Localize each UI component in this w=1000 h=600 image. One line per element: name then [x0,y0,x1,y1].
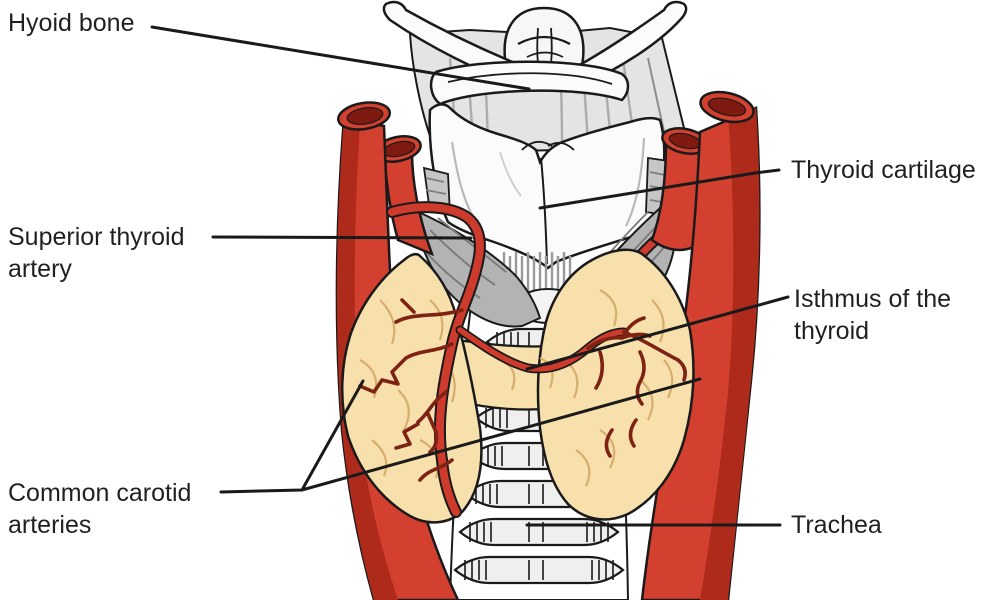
label-hyoid-bone: Hyoid bone [8,9,135,37]
leader-line-hyoid-bone [150,25,531,91]
label-common-carotid-arteries: Common carotid arteries [8,479,192,539]
epiglottis-shape [503,6,585,77]
thyroid-cartilage-shape [428,103,666,270]
label-thyroid-cartilage: Thyroid cartilage [791,156,976,184]
right-common-carotid-artery [640,90,761,600]
thyroid-gland-shape [340,248,695,524]
thyroid-right-lobe [536,248,695,521]
leader-line-thyroid-cartilage [538,168,781,210]
label-isthmus-of-the-thyroid: Isthmus of the thyroid [794,285,952,345]
leader-line-common-carotid [219,377,702,494]
gland-surface-vessels [358,298,687,482]
leader-line-superior-thyroid-artery [211,235,473,240]
left-superior-thyroid-artery-stem [386,201,629,518]
leader-lines [150,25,790,527]
label-superior-thyroid-artery: Superior thyroid artery [8,223,185,283]
label-trachea: Trachea [791,511,882,539]
leader-line-isthmus [525,295,790,371]
hyoid-bone-shape [382,0,688,106]
